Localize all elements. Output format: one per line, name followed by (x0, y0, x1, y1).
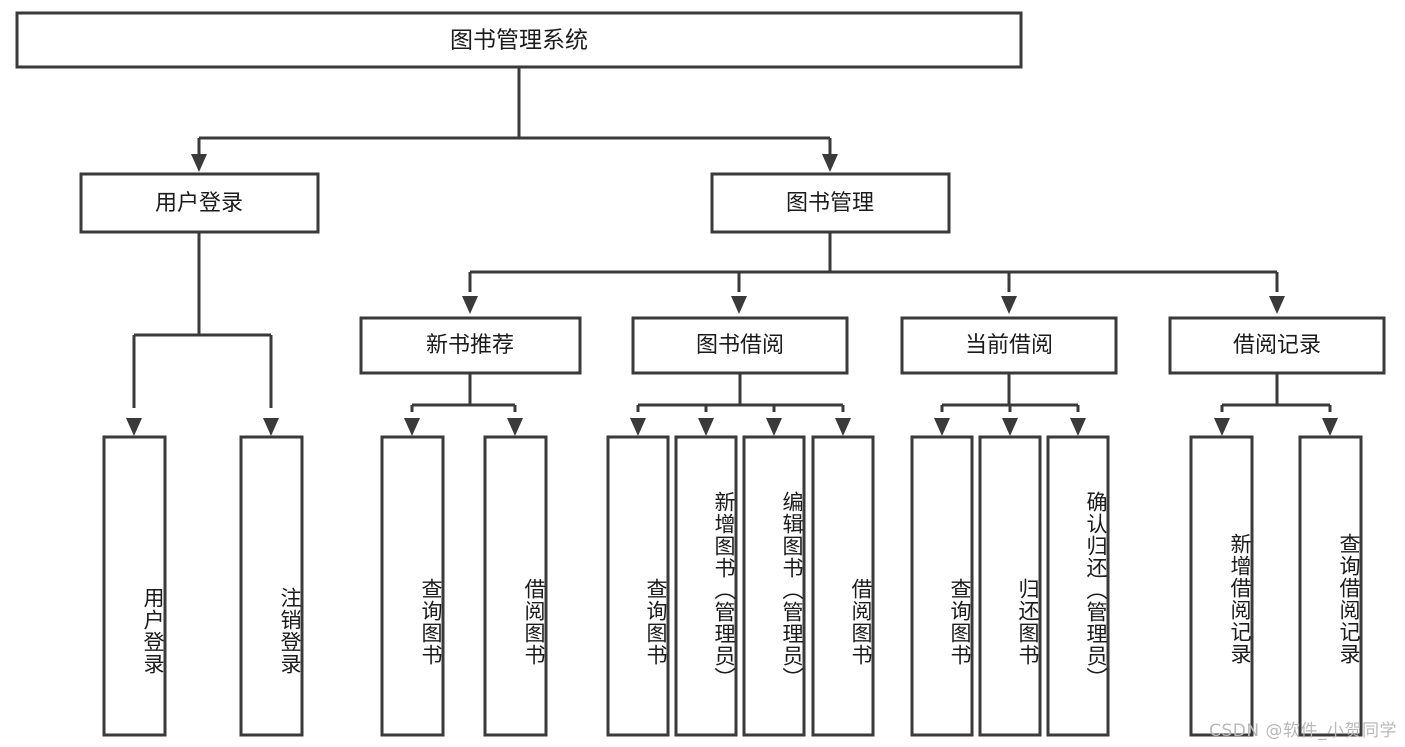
arrow-to-leaf-logout (263, 418, 279, 436)
node-root-box[interactable] (15, 11, 1023, 69)
arrow-to-leaf-query-record (1322, 418, 1338, 436)
arrow-to-leaf-borrow-book-2 (835, 418, 851, 436)
arrow-to-new-book-recommend (462, 296, 478, 314)
node-book-borrow-label: 图书借阅 (696, 333, 784, 358)
node-borrow-record-label: 借阅记录 (1233, 333, 1321, 358)
arrow-to-borrow-record (1269, 296, 1285, 314)
arrow-to-leaf-query-book-1 (404, 418, 420, 436)
leaf-box-borrow-book-1[interactable] (483, 435, 548, 737)
arrow-to-leaf-user-login (126, 418, 142, 436)
arrow-to-leaf-add-record (1214, 418, 1230, 436)
arrow-to-book-borrow (731, 296, 747, 314)
arrow-to-leaf-return-book (1002, 418, 1018, 436)
leaf-box-add-record[interactable] (1189, 435, 1254, 737)
arrow-to-leaf-add-book (698, 418, 714, 436)
node-root-label: 图书管理系统 (450, 28, 588, 54)
arrow-to-leaf-borrow-book-1 (507, 418, 523, 436)
arrow-to-leaf-edit-book (766, 418, 782, 436)
leaf-box-confirm-return[interactable] (1046, 435, 1110, 737)
arrow-to-leaf-confirm-return (1070, 418, 1086, 436)
leaf-box-add-book[interactable] (674, 435, 738, 737)
leaf-box-user-login[interactable] (102, 435, 167, 737)
node-new-book-recommend-box[interactable] (359, 316, 582, 375)
node-current-borrow-box[interactable] (900, 316, 1118, 375)
leaf-box-logout[interactable] (239, 435, 304, 737)
leaf-box-borrow-book-2[interactable] (811, 435, 875, 737)
node-borrow-record-box[interactable] (1168, 316, 1386, 375)
arrow-to-leaf-query-book-3 (934, 418, 950, 436)
leaf-box-query-record[interactable] (1298, 435, 1363, 737)
leaf-box-query-book-1[interactable] (380, 435, 445, 737)
node-book-manage-label: 图书管理 (786, 191, 874, 216)
arrow-root-to-user-login (191, 154, 207, 172)
node-current-borrow-label: 当前借阅 (965, 333, 1053, 358)
arrow-root-to-book-manage (822, 154, 838, 172)
node-user-login-label: 用户登录 (155, 191, 243, 216)
leaf-box-query-book-2[interactable] (606, 435, 670, 737)
arrow-to-leaf-query-book-2 (630, 418, 646, 436)
leaf-box-edit-book[interactable] (742, 435, 806, 737)
leaf-box-query-book-3[interactable] (910, 435, 974, 737)
csdn-watermark: CSDN @软件_小贺同学 (1209, 721, 1397, 741)
node-book-manage-box[interactable] (710, 172, 951, 234)
node-new-book-recommend-label: 新书推荐 (426, 333, 514, 358)
arrow-to-current-borrow (1001, 296, 1017, 314)
node-book-borrow-box[interactable] (631, 316, 849, 375)
leaf-box-return-book[interactable] (978, 435, 1042, 737)
